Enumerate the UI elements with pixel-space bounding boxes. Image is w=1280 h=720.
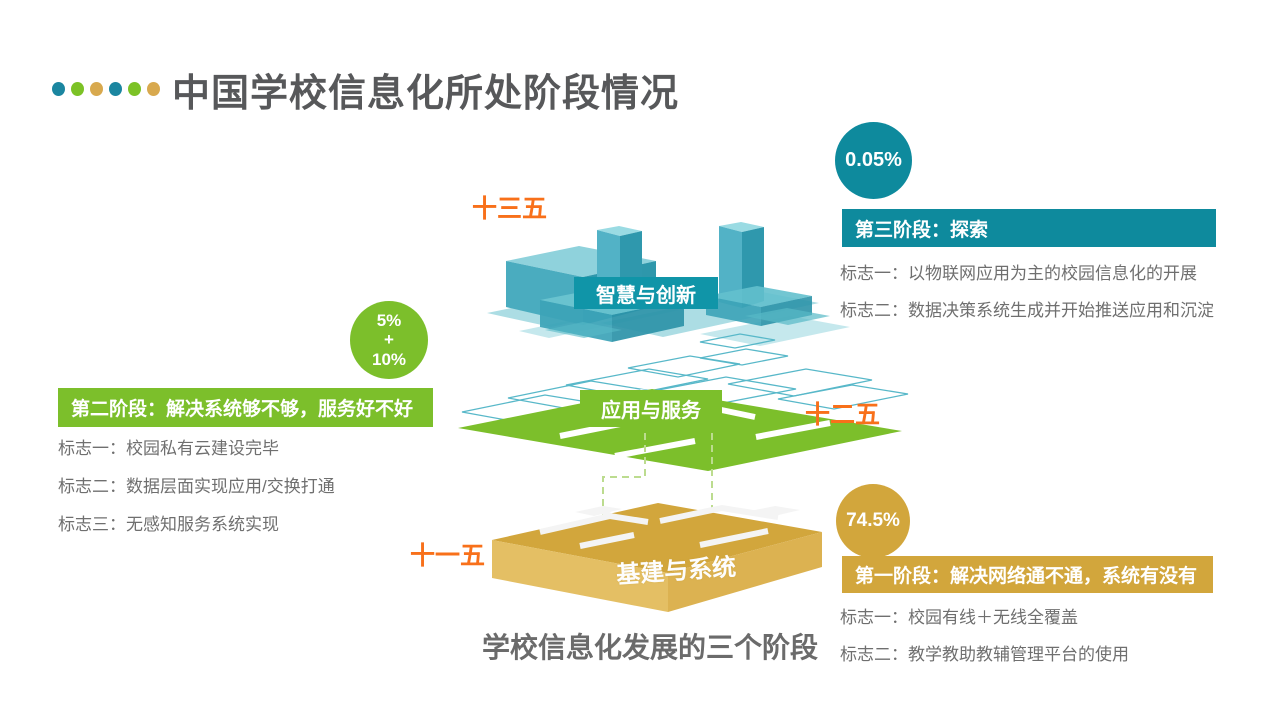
era-label-13th-plan: 十三五: [472, 195, 548, 223]
stage3-marker-2: 标志二：数据决策系统生成并开始推送应用和沉淀: [840, 301, 1214, 320]
stage1-percent-circle: 74.5%: [836, 484, 910, 558]
stage2-markers: 标志一：校园私有云建设完毕 标志二：数据层面实现应用/交换打通 标志三：无感知服…: [58, 434, 335, 548]
stage1-marker-1: 标志一：校园有线＋无线全覆盖: [840, 608, 1078, 627]
layer-badge-application-service: 应用与服务: [580, 390, 722, 427]
stage2-percent-line3: 10%: [371, 349, 407, 369]
stage2-marker-2: 标志二：数据层面实现应用/交换打通: [58, 477, 335, 496]
stage2-percent-line2: +: [384, 330, 394, 350]
title-dots-decoration: [52, 82, 160, 96]
dot-green: [71, 82, 84, 96]
stage2-marker-1: 标志一：校园私有云建设完毕: [58, 439, 279, 458]
diagram-caption: 学校信息化发展的三个阶段: [481, 632, 818, 663]
stage3-markers: 标志一：以物联网应用为主的校园信息化的开展 标志二：数据决策系统生成并开始推送应…: [840, 259, 1214, 333]
stage3-marker-1: 标志一：以物联网应用为主的校园信息化的开展: [840, 264, 1197, 283]
dot-green: [128, 82, 141, 96]
dot-teal: [52, 82, 65, 96]
stage3-percent-circle: 0.05%: [835, 122, 912, 199]
stage1-markers: 标志一：校园有线＋无线全覆盖 标志二：教学教助教辅管理平台的使用: [840, 603, 1129, 677]
stage2-percent-line1: 5%: [376, 310, 402, 330]
stage1-marker-2: 标志二：教学教助教辅管理平台的使用: [840, 645, 1129, 664]
layer-badge-wisdom-innovation: 智慧与创新: [574, 277, 718, 309]
stage1-percent-value: 74.5%: [846, 510, 900, 531]
era-label-12th-plan: 十二五: [805, 401, 881, 429]
page-title: 中国学校信息化所处阶段情况: [172, 73, 680, 115]
stage1-banner: 第一阶段：解决网络通不通，系统有没有: [842, 556, 1213, 593]
stage2-percent-circle: 5% + 10%: [350, 301, 428, 379]
era-label-11th-plan: 十一五: [410, 542, 486, 570]
dot-gold: [147, 82, 160, 96]
dot-gold: [90, 82, 103, 96]
stage3-percent-value: 0.05%: [845, 149, 902, 171]
stage2-marker-3: 标志三：无感知服务系统实现: [58, 515, 279, 534]
stage3-banner: 第三阶段：探索: [842, 209, 1216, 247]
gold-infrastructure-slab: [492, 503, 822, 612]
stage2-banner: 第二阶段：解决系统够不够，服务好不好: [58, 388, 433, 427]
dot-teal: [109, 82, 122, 96]
